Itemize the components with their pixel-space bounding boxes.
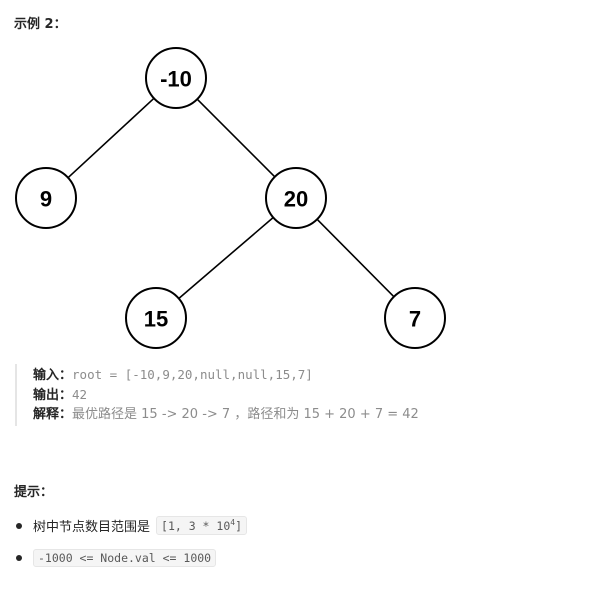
- output-value: 42: [72, 387, 88, 402]
- tree-edge: [67, 97, 155, 179]
- example-title: 示例 2：: [14, 17, 67, 32]
- example-block: 输入：root = [-10,9,20,null,null,15,7] 输出：4…: [15, 364, 537, 426]
- hints-title: 提示：: [14, 485, 54, 500]
- example-input-line: 输入：root = [-10,9,20,null,null,15,7]: [33, 366, 313, 385]
- explain-value: 最优路径是 15 -> 20 -> 7 ，路径和为 15 + 20 + 7 = …: [72, 407, 419, 422]
- tree-node: 7: [384, 287, 446, 349]
- input-value: root = [-10,9,20,null,null,15,7]: [72, 367, 313, 382]
- tree-edge: [316, 218, 395, 298]
- hint-item-node-value-range: -1000 <= Node.val <= 1000: [16, 549, 217, 567]
- tree-node-circle: [384, 287, 446, 349]
- binary-tree-diagram: -10 9 20 15 7: [15, 47, 446, 349]
- explain-label: 解释：: [33, 407, 73, 422]
- hint-item-text: 树中节点数目范围是: [33, 520, 151, 535]
- hint-code-prefix: [1, 3 * 10: [161, 518, 231, 533]
- tree-edge: [178, 216, 274, 300]
- tree-node: 9: [15, 167, 77, 229]
- tree-node-label: 7: [409, 307, 421, 332]
- tree-node-label: 15: [144, 307, 168, 332]
- hint-code-chip: [1, 3 * 104]: [156, 516, 248, 535]
- input-label: 输入：: [33, 368, 73, 383]
- tree-edge: [196, 98, 276, 178]
- tree-node-circle: [125, 287, 187, 349]
- tree-node-label: 20: [284, 187, 308, 212]
- bullet-icon: [16, 555, 22, 561]
- tree-node: 15: [125, 287, 187, 349]
- tree-node-label: -10: [160, 67, 192, 92]
- hint-item-node-count: 树中节点数目范围是 [1, 3 * 104]: [16, 516, 248, 535]
- hint-code-suffix: ]: [235, 518, 243, 533]
- example-explain-line: 解释：最优路径是 15 -> 20 -> 7 ，路径和为 15 + 20 + 7…: [33, 406, 419, 424]
- tree-node-circle: [15, 167, 77, 229]
- hint-code-superscript: 4: [230, 518, 236, 528]
- example-output-line: 输出：42: [33, 386, 87, 405]
- bullet-icon: [16, 522, 22, 529]
- output-label: 输出：: [33, 388, 73, 403]
- tree-node-label: 9: [40, 187, 52, 212]
- tree-node: -10: [145, 47, 207, 109]
- tree-edges: [67, 97, 395, 300]
- tree-node-circle: [145, 47, 207, 109]
- tree-nodes: -10 9 20 15 7: [15, 47, 446, 349]
- tree-node: 20: [265, 167, 327, 229]
- hint-code-chip: -1000 <= Node.val <= 1000: [33, 549, 217, 567]
- tree-node-circle: [265, 167, 327, 229]
